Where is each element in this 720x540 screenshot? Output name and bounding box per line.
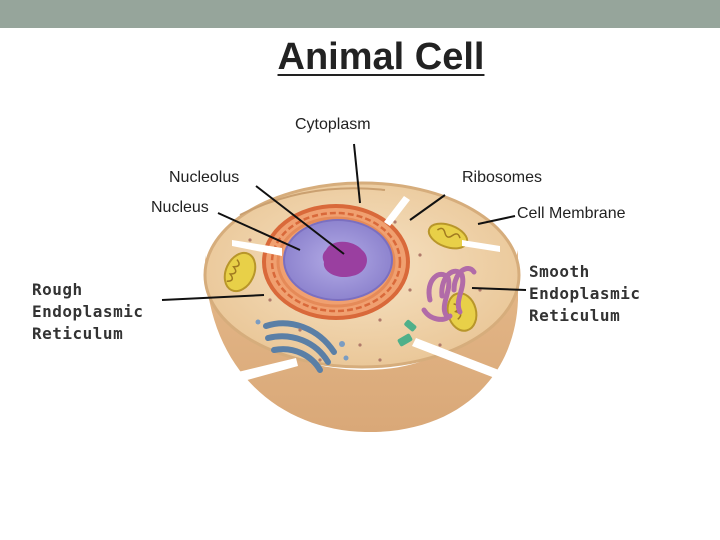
leader-rough-er — [161, 294, 265, 301]
white-wedge — [462, 240, 500, 252]
vesicle — [343, 355, 349, 361]
label-rough-er: Rough Endoplasmic Reticulum — [32, 279, 143, 345]
label-smooth-er-line: Endoplasmic — [529, 284, 641, 303]
white-wedge — [232, 240, 282, 256]
label-smooth-er: Smooth Endoplasmic Reticulum — [529, 261, 640, 327]
vesicle — [339, 341, 345, 347]
smooth-er-shape — [421, 266, 477, 322]
white-wedge — [412, 338, 504, 380]
top-band — [0, 0, 720, 28]
label-ribosomes: Ribosomes — [462, 169, 543, 186]
leader-cell-membrane — [477, 215, 516, 225]
label-nucleus: Nucleus — [151, 199, 209, 216]
cut-edge — [239, 187, 386, 216]
leader-smooth-er — [471, 287, 527, 291]
rough-er-mid — [270, 211, 402, 313]
page-title: Animal Cell — [277, 36, 485, 78]
golgi-apparatus-shape — [263, 320, 337, 373]
mitochondrion-left — [223, 251, 257, 293]
nucleolus-shape — [322, 241, 367, 278]
label-cell-membrane: Cell Membrane — [517, 205, 626, 222]
label-nucleolus: Nucleolus — [169, 169, 240, 186]
label-rough-er-line: Reticulum — [32, 324, 124, 343]
cell-body-side — [205, 250, 518, 433]
leader-cytoplasm — [353, 143, 361, 204]
label-smooth-er-line: Smooth — [529, 262, 590, 281]
rough-er-inner — [276, 216, 396, 308]
leader-nucleolus — [255, 185, 345, 255]
vesicle — [255, 319, 261, 325]
label-rough-er-line: Endoplasmic — [32, 302, 144, 321]
label-cytoplasm: Cytoplasm — [295, 116, 371, 133]
white-wedge — [238, 358, 298, 382]
leader-ribosomes — [409, 194, 446, 221]
centriole-shape — [397, 319, 417, 347]
white-wedge — [384, 196, 410, 226]
label-rough-er-line: Rough — [32, 280, 83, 299]
label-smooth-er-line: Reticulum — [529, 306, 621, 325]
leader-nucleus — [217, 212, 301, 251]
